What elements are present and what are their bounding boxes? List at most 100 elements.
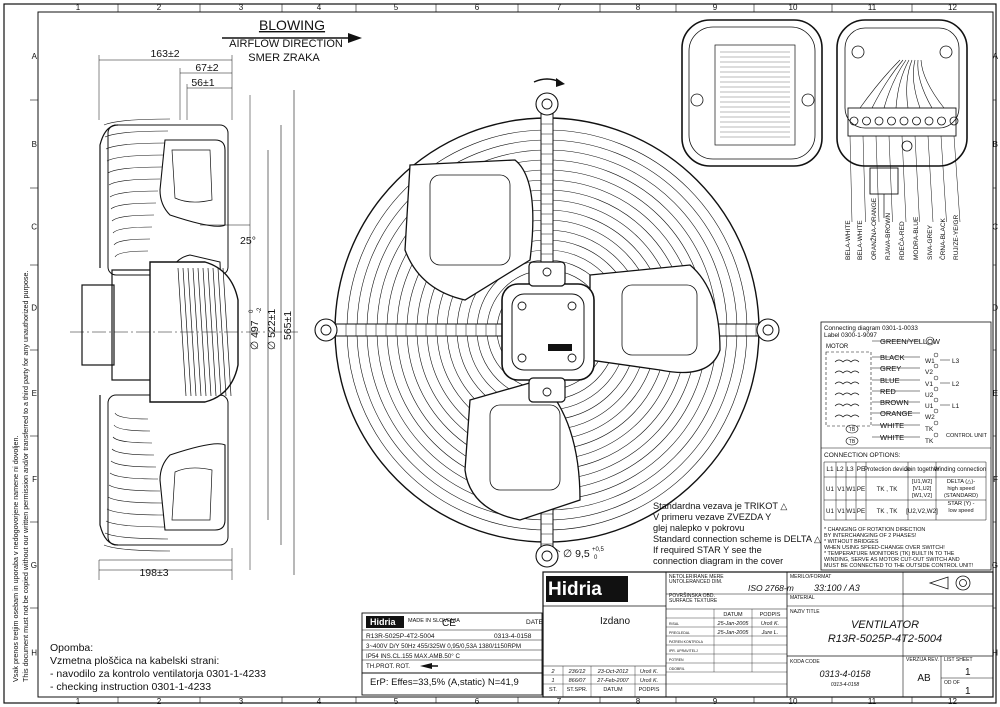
opt-h-l3: L3 <box>846 466 854 473</box>
wire-label-6: MODRA-BLUE <box>913 216 920 260</box>
col-label-bottom: 5 <box>394 697 399 706</box>
guard-wire <box>106 154 165 162</box>
box-view-2-outer <box>836 19 968 167</box>
blade-top-1 <box>159 139 226 227</box>
dim-163: 163±2 <box>150 48 179 60</box>
cover-note-3: glej nalepko v pokrovu <box>653 523 744 533</box>
tb-tol-2: UNTOLERANCED DIM. <box>669 579 722 585</box>
dim-angle: 25° <box>240 235 256 247</box>
opt-cell: U1 <box>826 508 834 515</box>
col-label-bottom: 3 <box>239 697 244 706</box>
row-label-left: C <box>31 223 37 232</box>
col-label-bottom: 10 <box>789 697 798 706</box>
cover-note-1: Standardna vezava je TRIKOT △ <box>653 501 787 511</box>
row-label-right: F <box>993 475 998 484</box>
tb-material-label: MATERIAL <box>790 595 815 601</box>
tb-hdr-sign: PODPIS <box>760 612 781 618</box>
row-label-right: D <box>992 304 998 313</box>
row-label-right: B <box>993 140 998 149</box>
tb-row-risal: RISAL <box>669 622 679 626</box>
plate-elec: 3~400V D/Y 50Hz 455/325W 0,95/0,53A 1380… <box>366 643 521 650</box>
airflow-title: BLOWING <box>259 17 325 33</box>
box-2-screw <box>939 45 953 59</box>
col-label-top: 1 <box>76 3 81 12</box>
tb-od-label: OD OF <box>944 680 960 686</box>
motor-back <box>81 284 115 366</box>
connection-diagram <box>820 321 992 571</box>
wire-black: BLACK <box>880 353 905 362</box>
guard-wire <box>113 238 151 246</box>
col-label-bottom: 8 <box>636 697 641 706</box>
opt-cell: [U1,W2] <box>912 479 933 485</box>
col-label-top: 12 <box>948 3 957 12</box>
terminal-dot <box>933 432 939 438</box>
rev-h-date: DATUM <box>603 687 623 693</box>
tb-scale-label: MERILO/FORMAT <box>790 574 831 580</box>
wire-drop <box>940 135 947 223</box>
rev1-spr: 866/07 <box>569 678 587 684</box>
guard-wire <box>109 472 159 480</box>
tb-name-1: VENTILATOR <box>851 619 919 631</box>
tb-risal-name: Uroš K. <box>761 621 779 627</box>
cover-note-4: Standard connection scheme is DELTA △ <box>653 534 821 544</box>
tb-verzija-label: VERZIJA REV. <box>906 657 939 663</box>
terminal-dot <box>933 363 939 369</box>
outer-border <box>3 3 997 704</box>
mount-hole <box>541 550 553 562</box>
col-label-top: 2 <box>157 3 162 12</box>
guard-outline <box>99 124 119 546</box>
rev-h-sign: PODPIS <box>639 687 660 693</box>
rev2-spr: 236/12 <box>568 669 586 675</box>
plate-erp: ErP: Effes=33,5% (A,static) N=41,9 <box>370 677 519 688</box>
rev2-sign: Uroš K. <box>640 669 658 675</box>
wire-drop <box>862 135 866 223</box>
conn-note-2: BY INTERCHANGING OF 2 PHASES! <box>824 533 917 539</box>
cover-note-2: V primeru vezave ZVEZDA Y <box>653 512 771 522</box>
tb-izdano: Izdano <box>600 616 630 627</box>
col-label-top: 4 <box>317 3 322 12</box>
wire-orange: ORANGE <box>880 409 913 418</box>
tb-row-kontrola: PATREN KONTROLA <box>669 640 704 644</box>
hub-inner <box>511 293 585 371</box>
opt-cell: [U2,V2,W2] <box>906 508 938 515</box>
dim-hole-tol-bot: 0 <box>594 555 598 561</box>
plate-ip: IP54 INS.CL.155 MAX.AMB.50° C <box>366 653 460 660</box>
tb-tol-1: NETOLERIRANE MERE <box>669 574 724 580</box>
tb-row-upr: IPR. UPRAVITELJ <box>669 649 698 653</box>
wire <box>871 59 904 109</box>
tb-row-preg: PREGLEDAL <box>669 631 690 635</box>
guard-wire <box>112 226 153 234</box>
wire-label-9: RUJ/ZE-YE/GR <box>953 215 960 260</box>
row-label-right: G <box>992 561 998 570</box>
guard-wire <box>105 520 167 528</box>
title-block <box>542 571 994 698</box>
wire-label-2: BELA-WHITE <box>857 220 864 260</box>
opt-h-pe: PE <box>857 466 866 473</box>
blade-bottom-1 <box>159 443 226 531</box>
terminal-screw <box>874 116 884 126</box>
wire-white-1: WHITE <box>880 421 904 430</box>
rev1-date: 27-Feb-2007 <box>596 678 629 684</box>
projection-cone <box>928 576 949 590</box>
title-block-box <box>542 571 994 698</box>
dim-hole: ∅ 9,5 <box>563 548 590 560</box>
term-tk-2: TK <box>925 438 934 445</box>
col-label-bottom: 6 <box>475 697 480 706</box>
tb-symbol <box>845 424 859 434</box>
wire <box>920 59 945 109</box>
plate-made-in: MADE IN SLOVENIA <box>408 618 460 624</box>
terminal-screw <box>899 116 909 126</box>
side-note-2: This document must not be copied without… <box>21 270 30 682</box>
guard-wire <box>111 214 155 222</box>
rev1-no: 1 <box>551 678 554 684</box>
opt-h-l1: L1 <box>826 466 834 473</box>
conn-note-5: * TEMPERATURE MONITORS (TK) BUILT IN TO … <box>824 551 955 557</box>
dim-hole-tol-top: +0,5 <box>592 547 605 553</box>
guard-wire <box>104 532 169 540</box>
dim-565: 565±1 <box>282 311 294 340</box>
front-blade-1 <box>404 159 534 301</box>
terminal-dot <box>933 408 939 414</box>
wire <box>859 59 901 109</box>
blade-1-recess <box>429 174 511 266</box>
row-label-left: B <box>32 140 37 149</box>
